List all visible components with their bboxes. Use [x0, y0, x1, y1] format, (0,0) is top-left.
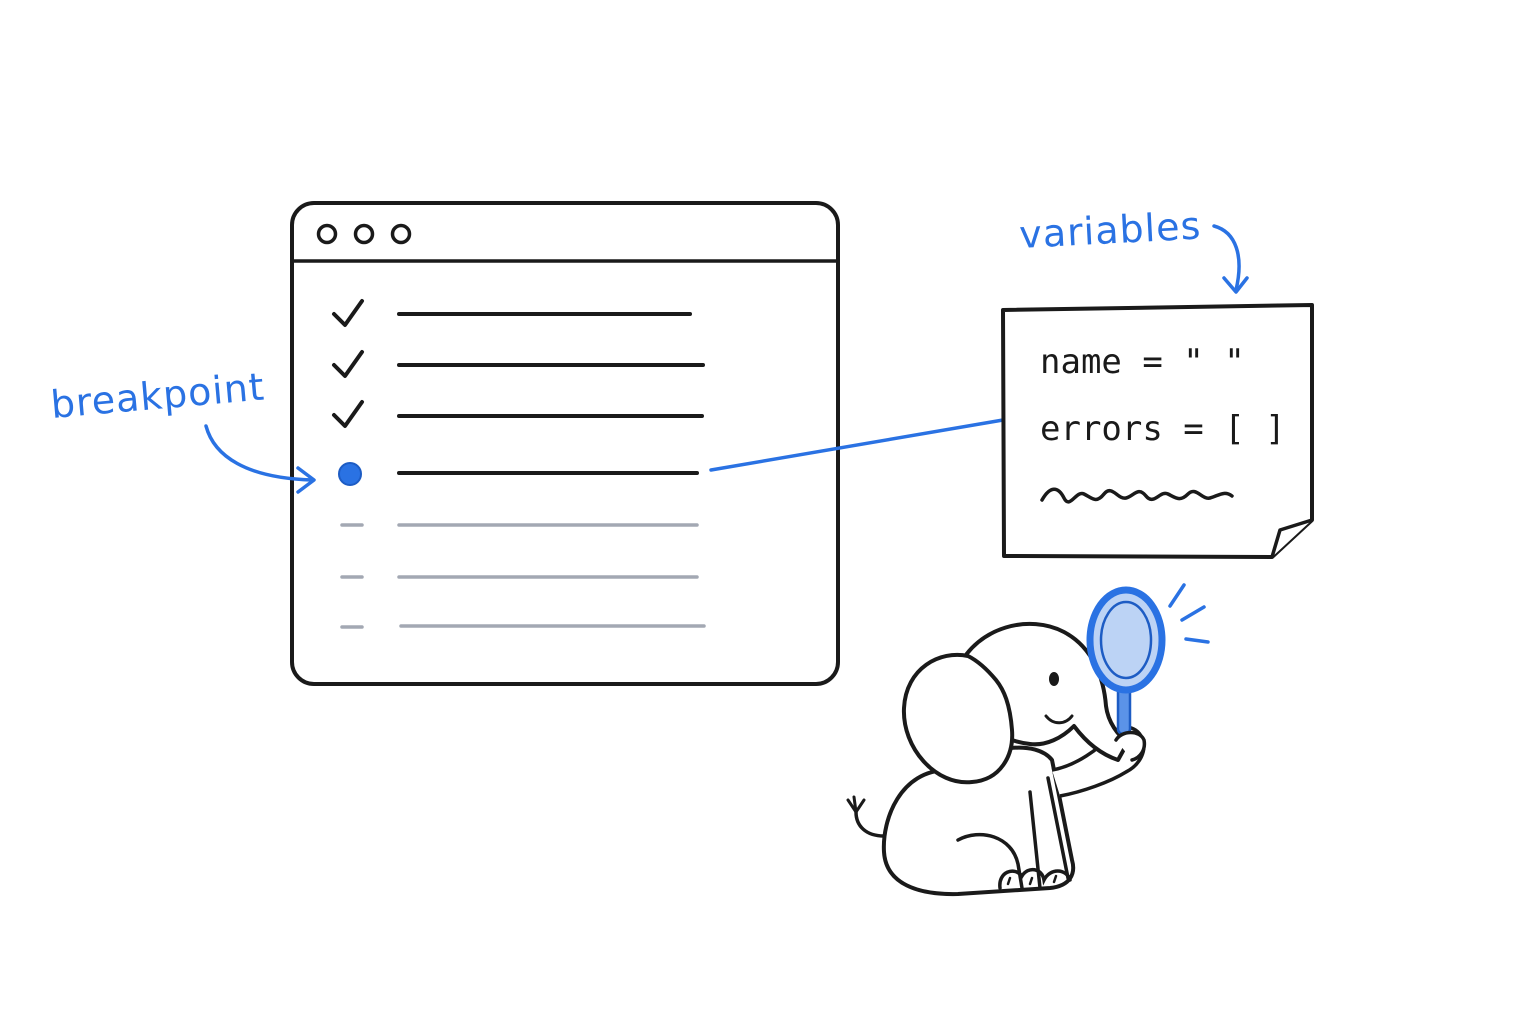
folded-corner-icon	[1270, 518, 1313, 558]
variables-arrow-icon	[1212, 224, 1249, 294]
breakpoint-dot-icon	[338, 462, 362, 486]
window-control-dot	[316, 223, 338, 245]
elephant-smile	[1044, 714, 1074, 725]
connector-line	[709, 418, 1005, 472]
checkmark-icon	[332, 350, 364, 378]
code-line-done-3	[332, 400, 704, 428]
elephant-eye	[1049, 672, 1059, 686]
variable-entry-errors: errors = [ ]	[1040, 409, 1286, 449]
window-controls	[316, 223, 412, 245]
checkmark-icon	[332, 299, 364, 327]
code-line-done-2	[332, 350, 705, 378]
variable-entry-name: name = " "	[1040, 342, 1245, 382]
variables-label: variables	[1018, 204, 1202, 257]
code-line-done-1	[332, 299, 692, 327]
breakpoint-label: breakpoint	[49, 364, 267, 427]
code-line-paused	[338, 462, 699, 486]
code-line-pending-3	[340, 624, 706, 629]
window-control-dot	[390, 223, 412, 245]
sparkle-lines-icon	[1168, 583, 1210, 644]
code-window	[290, 201, 840, 686]
elephant-with-magnifier-icon	[846, 583, 1210, 897]
squiggle-icon	[1040, 487, 1234, 504]
window-control-dot	[353, 223, 375, 245]
window-frame	[290, 201, 840, 686]
breakpoint-arrow-icon	[204, 424, 316, 494]
checkmark-icon	[332, 400, 364, 428]
variables-panel: name = " " errors = [ ]	[1001, 303, 1314, 559]
